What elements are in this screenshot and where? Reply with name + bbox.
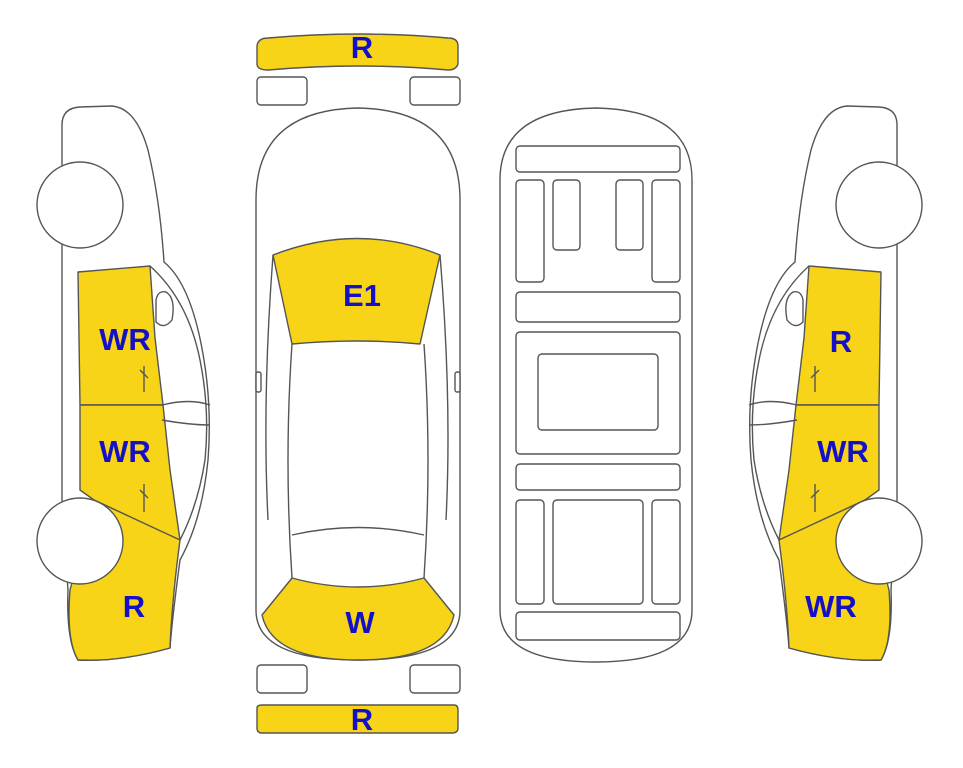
rear-bumper-panel[interactable]	[256, 704, 459, 734]
underbody-front-right-rail	[651, 179, 681, 283]
top-left-mirror	[255, 371, 262, 393]
left-side-pillar-line-2	[161, 419, 211, 426]
right-rear-quarter-label: WR	[805, 589, 857, 624]
right-side-rear-wheel	[835, 497, 923, 585]
underbody-front-right-mount	[615, 179, 644, 251]
top-right-roof-edge	[423, 343, 429, 579]
rear-window-label: W	[345, 605, 375, 640]
underbody-front-left-mount	[552, 179, 581, 251]
rear-right-lamp	[409, 664, 461, 694]
right-rear-door-label: WR	[817, 434, 869, 469]
left-side-front-wheel	[36, 161, 124, 249]
top-body-outline	[255, 107, 461, 661]
left-rear-quarter-label: R	[123, 589, 145, 624]
top-right-mirror	[454, 371, 461, 393]
left-rear-door-handle	[139, 484, 149, 512]
right-side-pillar-line	[748, 400, 798, 406]
left-side-pillar-line	[161, 400, 211, 406]
rear-left-lamp	[256, 664, 308, 694]
top-left-roof-edge	[287, 343, 293, 579]
underbody-rear-crossmember	[515, 463, 681, 491]
front-bumper-label: R	[351, 30, 373, 65]
underbody-mid-crossmember	[515, 291, 681, 323]
front-left-lamp	[256, 76, 308, 106]
underbody-rear-panel	[515, 611, 681, 641]
left-side-view: WR WR R	[36, 105, 211, 661]
left-front-door-handle	[139, 366, 149, 392]
rear-window-panel[interactable]	[261, 577, 455, 661]
underbody-front-left-rail	[515, 179, 545, 283]
right-rear-door-handle	[810, 484, 820, 512]
left-side-roofline	[149, 265, 208, 541]
left-mirror	[155, 290, 174, 327]
front-right-lamp	[409, 76, 461, 106]
top-left-glass-line	[265, 254, 274, 521]
windshield-label: E1	[343, 278, 381, 313]
right-side-pillar-line-2	[748, 419, 798, 426]
right-front-door-panel[interactable]	[795, 265, 882, 406]
top-rear-pillar-line	[291, 526, 425, 536]
left-front-door-panel[interactable]	[77, 265, 164, 406]
top-view: R E1 W R	[255, 30, 461, 737]
right-front-door-label: R	[830, 324, 852, 359]
right-front-door-handle	[810, 366, 820, 392]
left-side-rear-wheel	[36, 497, 124, 585]
underbody-front-crossmember	[515, 145, 681, 173]
right-mirror	[785, 290, 804, 327]
underbody-rear-right-rail	[651, 499, 681, 605]
left-rear-door-label: WR	[99, 434, 151, 469]
rear-bumper-label: R	[351, 702, 373, 737]
right-side-front-wheel	[835, 161, 923, 249]
top-right-glass-line	[439, 254, 449, 521]
underbody-rear-floor	[552, 499, 644, 605]
underbody-rear-left-rail	[515, 499, 545, 605]
underbody-view	[499, 107, 693, 663]
front-bumper-panel[interactable]	[256, 33, 459, 71]
underbody-floor-inner	[537, 353, 659, 431]
right-side-roofline	[751, 265, 810, 541]
left-front-door-label: WR	[99, 322, 151, 357]
right-side-view: R WR WR	[748, 105, 923, 661]
